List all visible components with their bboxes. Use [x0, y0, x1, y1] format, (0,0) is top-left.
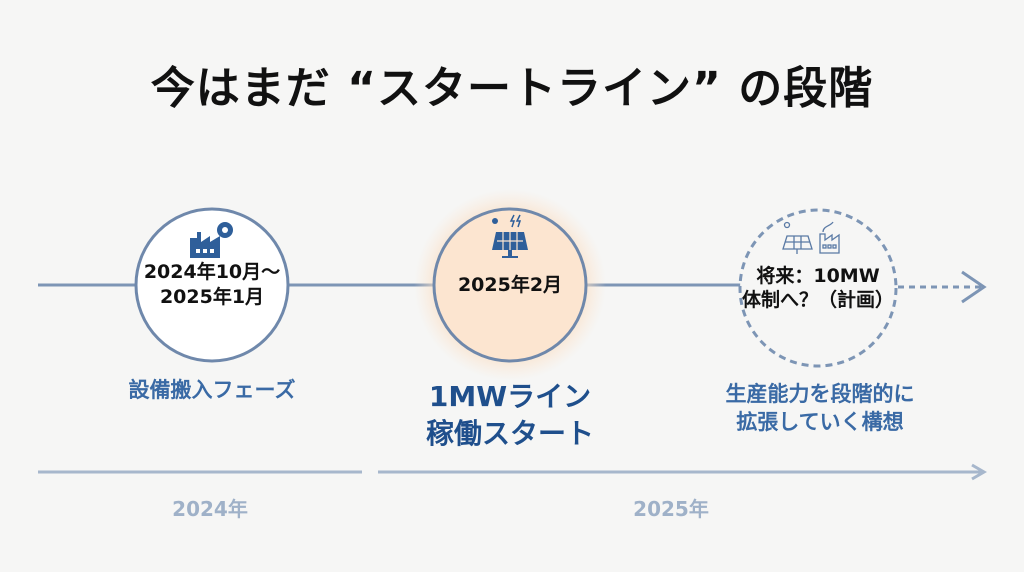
milestone-1-date-line2: 2025年1月: [159, 286, 265, 308]
milestone-circle-3: [738, 208, 898, 368]
page-title: 今はまだ “スタートライン” の段階: [150, 63, 874, 114]
year-arrowhead: [971, 463, 987, 481]
milestone-3-date-line1: 将来：10MW: [756, 265, 880, 287]
milestone-1-date-line1: 2024年10月〜: [143, 261, 281, 283]
milestone-3-caption: 生産能力を段階的に 拡張していく構想: [680, 380, 960, 436]
solar-factory-icon: [782, 221, 840, 254]
milestone-3-caption-line2: 拡張していく構想: [736, 410, 904, 434]
milestone-circle-1: [134, 207, 290, 363]
milestone-2-caption-line1: 1MWライン: [428, 380, 592, 413]
milestone-2-caption: 1MWライン 稼働スタート: [390, 378, 630, 452]
factory-gear-icon: [190, 222, 233, 258]
milestone-3-caption-line1: 生産能力を段階的に: [725, 382, 915, 406]
future-arrowhead: [961, 270, 987, 304]
milestone-1-caption: 設備搬入フェーズ: [128, 378, 296, 402]
year-label-2025: 2025年: [633, 497, 709, 521]
milestone-2-date: 2025年2月: [457, 274, 563, 296]
solar-panel-icon: [492, 214, 528, 258]
milestone-3-date-line2: 体制へ？（計画）: [741, 289, 894, 311]
milestone-3-date: 将来：10MW 体制へ？（計画）: [728, 264, 908, 312]
year-label-2024: 2024年: [172, 497, 248, 521]
milestone-circle-2: [432, 207, 588, 363]
milestone-1-date: 2024年10月〜 2025年1月: [132, 260, 292, 310]
milestone-2-caption-line2: 稼働スタート: [425, 417, 594, 450]
